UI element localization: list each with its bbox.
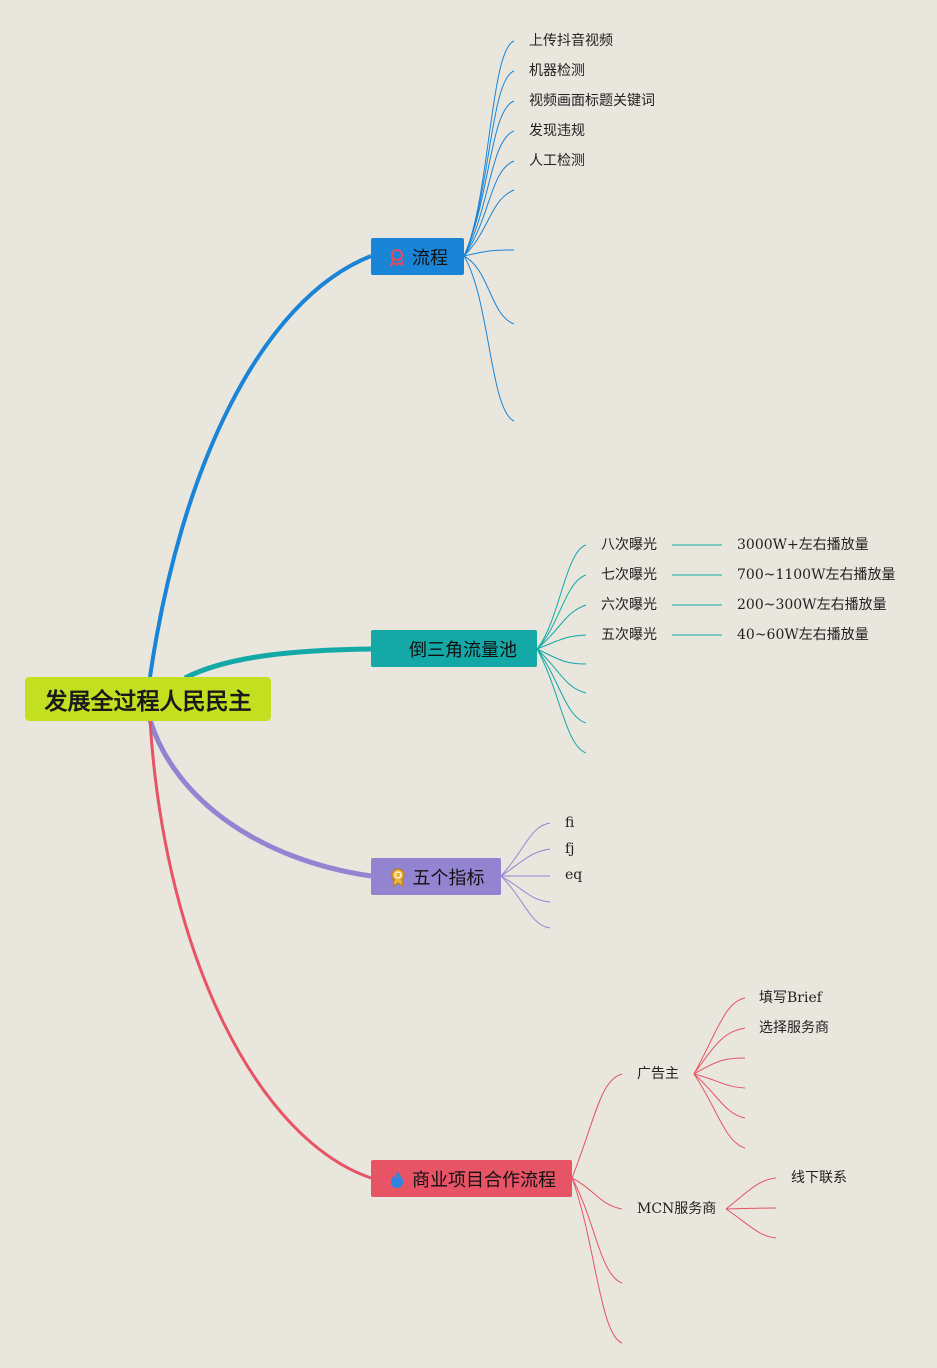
branch-topic-3[interactable]: 五个指标: [371, 858, 501, 895]
leaf-1-4[interactable]: 发现违规: [529, 123, 585, 139]
branch-topic-4[interactable]: 商业项目合作流程: [371, 1160, 572, 1197]
leaf-mcn-1[interactable]: 线下联系: [791, 1170, 847, 1186]
leaf-advertiser-1[interactable]: 填写Brief: [759, 990, 822, 1006]
connector-root-branch4: [148, 719, 372, 1180]
root-topic-label: 发展全过程人民民主: [44, 689, 252, 715]
connector-root-branch1: [148, 254, 372, 678]
connector-root-branch3: [147, 719, 372, 879]
leaf-3-3[interactable]: eq: [565, 867, 583, 883]
leaf-1-3[interactable]: 视频画面标题关键词: [529, 93, 655, 109]
branch-topic-2-label: 倒三角流量池: [409, 639, 517, 661]
leaf-3-1[interactable]: fi: [565, 815, 575, 831]
connector-root-branch2: [183, 646, 372, 681]
exposure-level-6[interactable]: 六次曝光: [601, 597, 657, 613]
branch-topic-2[interactable]: 倒三角流量池: [371, 630, 537, 667]
leaf-1-5[interactable]: 人工检测: [529, 153, 585, 169]
leaf-3-2[interactable]: fj: [565, 841, 575, 857]
exposure-level-7[interactable]: 七次曝光: [601, 567, 657, 583]
root-topic[interactable]: 发展全过程人民民主: [25, 677, 271, 721]
exposure-detail-6[interactable]: 200~300W左右播放量: [737, 597, 887, 613]
award-medal-icon: [388, 867, 408, 887]
flame-icon: [387, 1169, 407, 1189]
branch-topic-4-label: 商业项目合作流程: [412, 1169, 556, 1191]
branch-topic-3-label: 五个指标: [412, 867, 485, 889]
exposure-level-5[interactable]: 五次曝光: [601, 627, 657, 643]
leaf-advertiser-2[interactable]: 选择服务商: [759, 1020, 829, 1036]
branch-topic-1-label: 流程: [412, 247, 448, 269]
exposure-detail-8[interactable]: 3000W+左右播放量: [737, 537, 869, 553]
leaf-1-1[interactable]: 上传抖音视频: [529, 33, 613, 49]
subtopic-advertiser[interactable]: 广告主: [637, 1066, 679, 1082]
exposure-level-8[interactable]: 八次曝光: [601, 537, 657, 553]
exposure-detail-7[interactable]: 700~1100W左右播放量: [737, 567, 896, 583]
award-ribbon-icon: [387, 247, 407, 267]
leaf-1-2[interactable]: 机器检测: [529, 63, 585, 79]
branch-topic-1[interactable]: 流程: [371, 238, 464, 275]
subtopic-mcn-provider[interactable]: MCN服务商: [637, 1201, 717, 1217]
exposure-detail-5[interactable]: 40~60W左右播放量: [737, 627, 869, 643]
